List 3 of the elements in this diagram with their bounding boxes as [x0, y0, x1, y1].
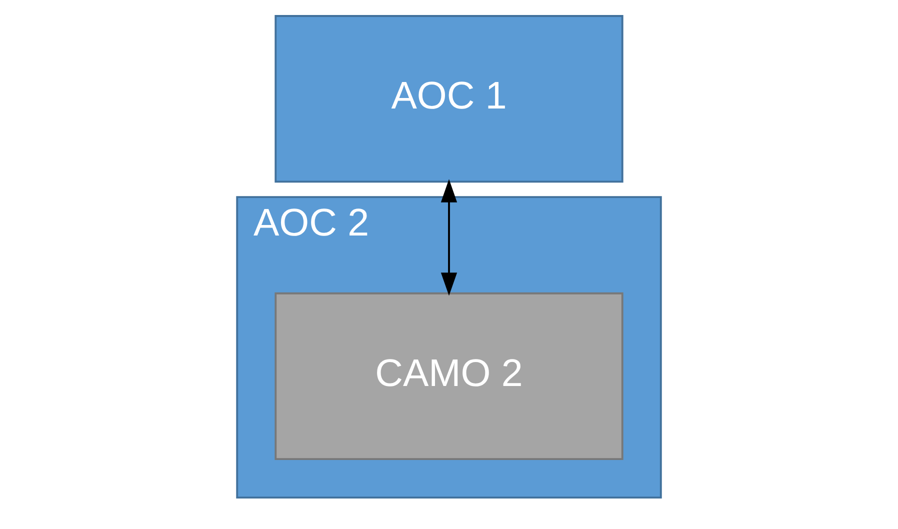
node-box: CAMO 2	[274, 292, 624, 460]
arrow	[440, 179, 458, 296]
node-box: AOC 1	[274, 15, 624, 183]
